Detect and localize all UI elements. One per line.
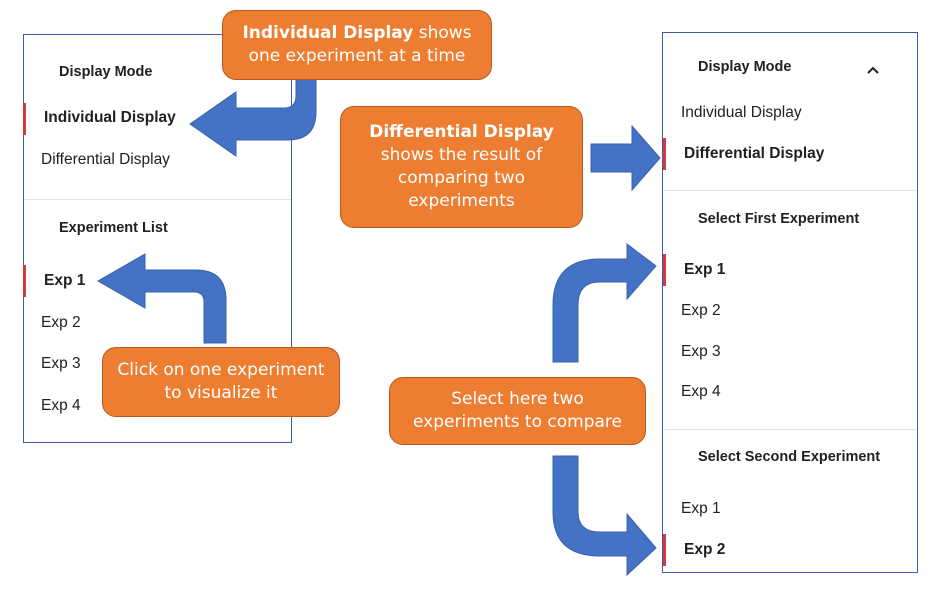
experiment-list-header: Experiment List bbox=[59, 220, 168, 236]
active-indicator bbox=[663, 534, 666, 566]
callout-text: Click on one experiment bbox=[117, 360, 325, 380]
callout-text: experiments to compare bbox=[413, 412, 622, 432]
display-mode-header: Display Mode bbox=[59, 64, 153, 80]
active-indicator bbox=[663, 138, 666, 170]
arrow-to-first-experiment bbox=[552, 242, 657, 363]
mode-differential-display[interactable]: Differential Display bbox=[684, 145, 825, 162]
first-experiment-exp-2[interactable]: Exp 2 bbox=[681, 302, 721, 319]
click-experiment-callout: Click on one experiment to visualize it bbox=[102, 347, 340, 417]
mode-individual-display[interactable]: Individual Display bbox=[44, 109, 176, 126]
callout-bold-text: Differential Display bbox=[369, 122, 554, 142]
callout-text: experiments bbox=[408, 191, 515, 211]
experiment-item-exp-1[interactable]: Exp 1 bbox=[44, 272, 86, 289]
arrow-to-exp-1 bbox=[96, 253, 227, 344]
first-experiment-header: Select First Experiment bbox=[698, 211, 860, 227]
callout-text: comparing two bbox=[397, 168, 526, 188]
first-experiment-exp-1[interactable]: Exp 1 bbox=[684, 261, 726, 278]
callout-bold-text: Individual Display bbox=[242, 23, 414, 43]
divider bbox=[663, 429, 917, 430]
callout-text: shows the result of bbox=[380, 145, 543, 165]
arrow-to-differential-display bbox=[590, 124, 661, 192]
callout-text: to visualize it bbox=[164, 383, 278, 403]
experiment-item-exp-2[interactable]: Exp 2 bbox=[41, 314, 81, 331]
second-experiment-header: Select Second Experiment bbox=[698, 449, 881, 465]
callout-text: Select here two bbox=[451, 389, 584, 409]
first-experiment-exp-4[interactable]: Exp 4 bbox=[681, 383, 721, 400]
first-experiment-exp-3[interactable]: Exp 3 bbox=[681, 343, 721, 360]
mode-individual-display[interactable]: Individual Display bbox=[681, 104, 802, 121]
arrow-to-second-experiment bbox=[552, 455, 657, 577]
callout-text: one experiment at a time bbox=[248, 46, 466, 66]
mode-differential-display[interactable]: Differential Display bbox=[41, 151, 170, 168]
active-indicator bbox=[23, 265, 26, 297]
experiment-item-exp-4[interactable]: Exp 4 bbox=[41, 397, 81, 414]
differential-display-callout: Differential Display shows the result of… bbox=[340, 106, 583, 228]
arrow-to-individual-display bbox=[189, 74, 317, 157]
second-experiment-exp-1[interactable]: Exp 1 bbox=[681, 500, 721, 517]
callout-text: shows bbox=[413, 23, 472, 43]
individual-display-callout: Individual Display shows one experiment … bbox=[222, 10, 492, 80]
experiment-item-exp-3[interactable]: Exp 3 bbox=[41, 355, 81, 372]
select-experiments-callout: Select here two experiments to compare bbox=[389, 377, 646, 445]
differential-display-panel: Display Mode Individual Display Differen… bbox=[662, 32, 918, 573]
active-indicator bbox=[663, 254, 666, 286]
divider bbox=[24, 199, 291, 200]
active-indicator bbox=[23, 103, 26, 135]
second-experiment-exp-2[interactable]: Exp 2 bbox=[684, 541, 726, 558]
chevron-up-icon[interactable] bbox=[865, 62, 881, 78]
divider bbox=[663, 190, 917, 191]
display-mode-header: Display Mode bbox=[698, 59, 792, 75]
